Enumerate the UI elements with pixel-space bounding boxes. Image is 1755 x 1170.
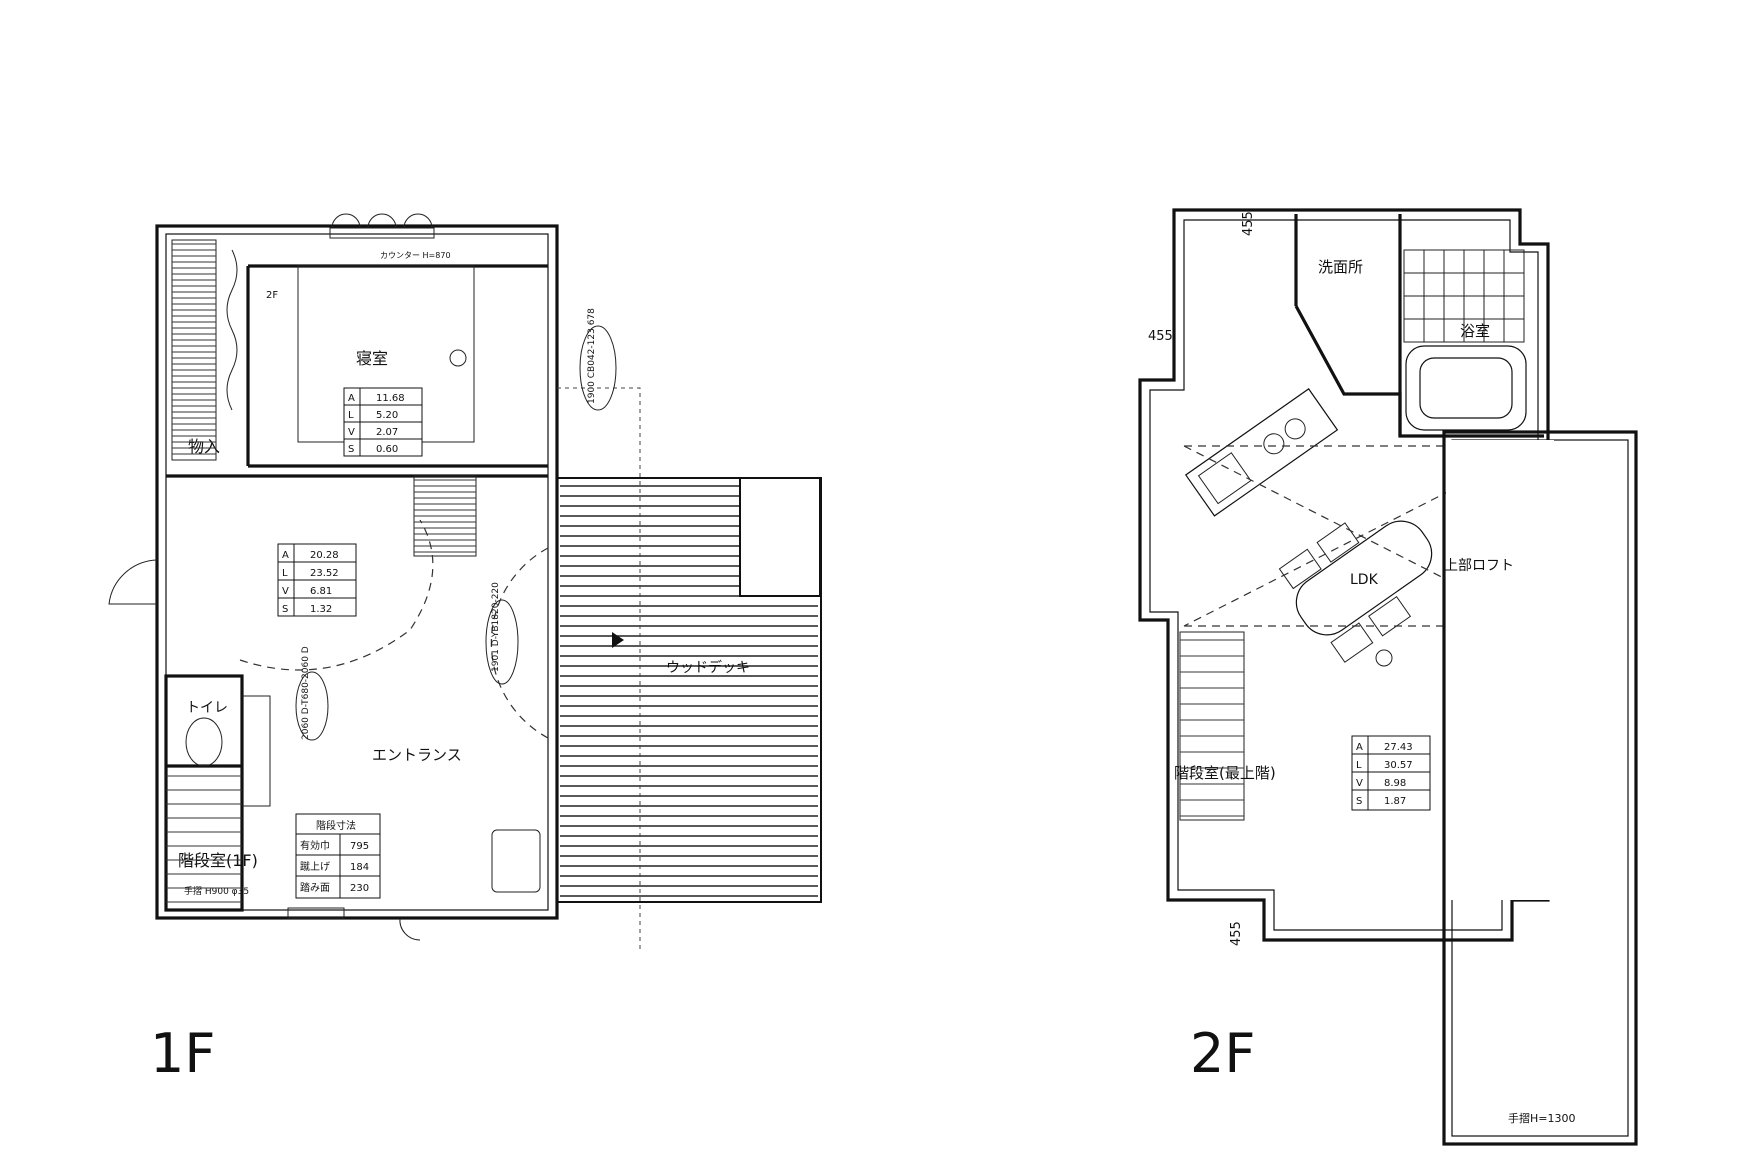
cell: S [348, 444, 354, 455]
cell: 5.20 [376, 410, 398, 421]
cell: 230 [350, 883, 369, 894]
bathtub-icon [1405, 345, 1527, 431]
cell: 11.68 [376, 393, 405, 404]
label-storage: 物入 [188, 437, 220, 456]
wavy-curtain [226, 249, 238, 411]
entrance-table [277, 543, 357, 617]
cell: V [1356, 778, 1363, 789]
cell: 有効巾 [300, 839, 330, 852]
dining-table [1278, 520, 1433, 663]
cell: A [1356, 742, 1363, 753]
label-door-1: 1901 D-YB1820-220 [491, 582, 501, 672]
label-bath: 浴室 [1460, 322, 1490, 340]
kitchen-counter [1184, 388, 1339, 517]
label-washroom: 洗面所 [1318, 258, 1363, 276]
1f-top-windows [329, 213, 435, 239]
dim-top: 455 [1241, 211, 1256, 236]
cell: L [282, 568, 288, 579]
cell: V [282, 586, 289, 597]
toilet-icon [185, 717, 223, 767]
dim-left: 455 [1148, 329, 1173, 344]
deck-arrow-icon [612, 632, 624, 648]
cell: S [282, 604, 288, 615]
bath-tile-grid [1403, 249, 1525, 343]
cell: 27.43 [1384, 742, 1413, 753]
2f-stair [1179, 631, 1245, 821]
cell: 蹴上げ [300, 860, 330, 873]
deck-step [739, 477, 821, 597]
cell: L [1356, 760, 1362, 771]
cell: 23.52 [310, 568, 339, 579]
label-handrail-1f: 手摺 H900 φ35 [184, 885, 249, 897]
cell: 20.28 [310, 550, 339, 561]
label-counter: カウンター H=870 [380, 251, 451, 260]
entrance-swing [490, 547, 549, 739]
cell: A [282, 550, 289, 561]
floor-label-1f: 1F [150, 1022, 215, 1085]
cell: 795 [350, 841, 369, 852]
floor-1f [108, 213, 822, 950]
cell: A [348, 393, 355, 404]
ldk-table [1351, 735, 1431, 811]
1f-inner-wall [165, 233, 549, 911]
2f-ceiling-light-icon [1375, 649, 1393, 667]
sink-icon [491, 829, 541, 893]
cell: 8.98 [1384, 778, 1406, 789]
cell: V [348, 427, 355, 438]
cell: 2.07 [376, 427, 398, 438]
cell: 30.57 [1384, 760, 1413, 771]
label-loft: 上部ロフト [1444, 558, 1514, 574]
label-bedroom: 寝室 [356, 349, 388, 368]
cell: 184 [350, 862, 369, 873]
label-toilet: トイレ [186, 700, 228, 716]
balcony [1442, 430, 1638, 1146]
cell: 1.32 [310, 604, 332, 615]
cell: 踏み面 [300, 881, 330, 894]
label-stair-2f: 階段室(最上階) [1174, 764, 1276, 782]
deck-boards [560, 485, 818, 897]
cell: L [348, 410, 354, 421]
label-door-3: 1900 CB042-123 678 [587, 308, 597, 404]
stair-table-title: 階段寸法 [316, 819, 356, 832]
door-tag-2 [295, 671, 329, 741]
label-entrance: エントランス [372, 746, 462, 764]
label-deck: ウッドデッキ [666, 659, 750, 676]
cell: 6.81 [310, 586, 332, 597]
stair-dim-table [295, 813, 381, 899]
1f-upper-stair-hatch [171, 239, 217, 461]
door-tag-1 [485, 599, 519, 685]
cell: 0.60 [376, 444, 398, 455]
floor-2f [1138, 208, 1638, 1146]
door-tag-3 [579, 325, 617, 411]
floor-label-2f: 2F [1190, 1022, 1255, 1085]
2f-outer-wall [1138, 208, 1550, 942]
cell: 1.87 [1384, 796, 1406, 807]
dim-bottom: 455 [1229, 921, 1244, 946]
label-handrail-2f: 手摺H=1300 [1508, 1111, 1575, 1125]
bedroom-table [343, 387, 423, 457]
cell: S [1356, 796, 1362, 807]
label-up: 2F [266, 290, 278, 301]
ceiling-light-icon [449, 349, 467, 367]
label-door-2: 2060 D-T680-2060 D [301, 646, 311, 740]
label-ldk: LDK [1350, 572, 1379, 588]
toilet-block [164, 674, 244, 912]
wood-deck [556, 477, 822, 903]
bottom-window [287, 907, 345, 919]
left-door [108, 559, 158, 605]
loft-outline [1183, 445, 1539, 627]
